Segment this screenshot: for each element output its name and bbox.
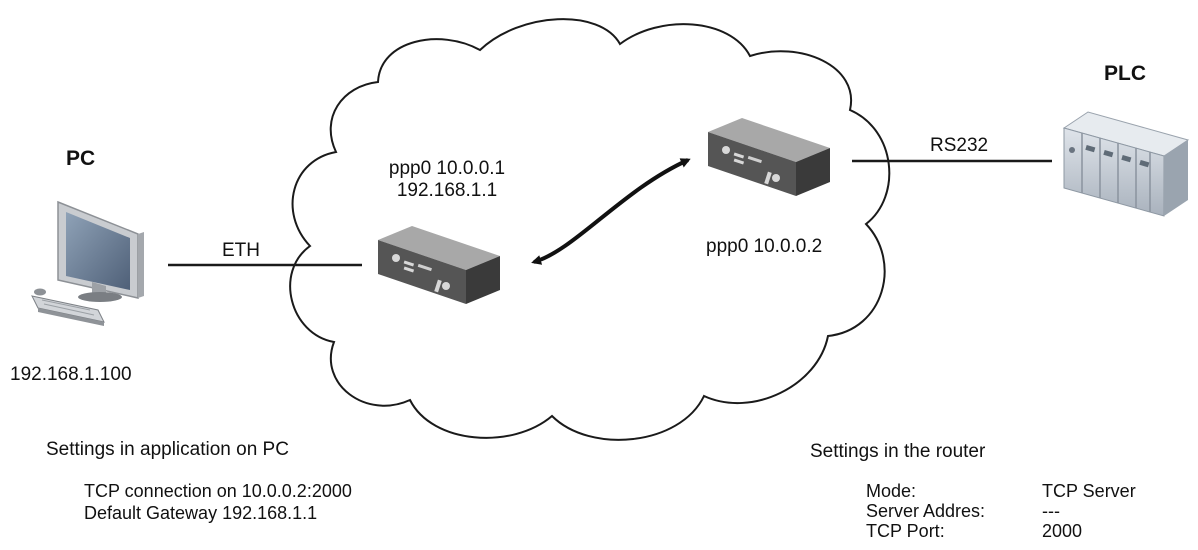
- router-settings-row: Server Addres: ---: [866, 501, 1136, 521]
- router-left-icon: [378, 226, 500, 304]
- pc-settings-line: TCP connection on 10.0.0.2:2000: [84, 481, 352, 501]
- internet-cloud: [289, 18, 891, 441]
- router-settings-title: Settings in the router: [810, 441, 986, 462]
- setting-value: 2000: [1042, 521, 1083, 541]
- router-right-icon: [708, 118, 830, 196]
- pc-title: PC: [66, 147, 96, 170]
- setting-value: TCP Server: [1042, 481, 1136, 501]
- setting-key: Server Addres:: [866, 501, 986, 521]
- plc-title: PLC: [1104, 62, 1146, 85]
- router-left-ppp-address: ppp0 10.0.0.1: [388, 158, 506, 179]
- rs232-link-label: RS232: [930, 135, 989, 156]
- eth-link-label: ETH: [222, 240, 260, 261]
- setting-key: Mode:: [866, 481, 917, 501]
- pc-ip-label: 192.168.1.100: [10, 364, 132, 385]
- router-right-ppp-address: ppp0 10.0.0.2: [706, 236, 823, 257]
- router-settings-table: Mode: TCP Server Server Addres: --- TCP …: [866, 481, 1136, 541]
- pc-settings-line: Default Gateway 192.168.1.1: [84, 503, 318, 523]
- ppp-link-arrow: [531, 158, 691, 265]
- pc-computer-icon: [31, 200, 144, 326]
- router-left-lan-address: 192.168.1.1: [396, 179, 498, 201]
- router-left-label: ppp0 10.0.0.1 192.168.1.1: [372, 158, 522, 202]
- router-settings-row: Mode: TCP Server: [866, 481, 1136, 501]
- pc-settings-title: Settings in application on PC: [46, 439, 289, 460]
- router-settings-row: TCP Port: 2000: [866, 521, 1136, 541]
- setting-key: TCP Port:: [866, 521, 945, 541]
- plc-icon: [1062, 111, 1190, 217]
- setting-value: ---: [1042, 501, 1060, 521]
